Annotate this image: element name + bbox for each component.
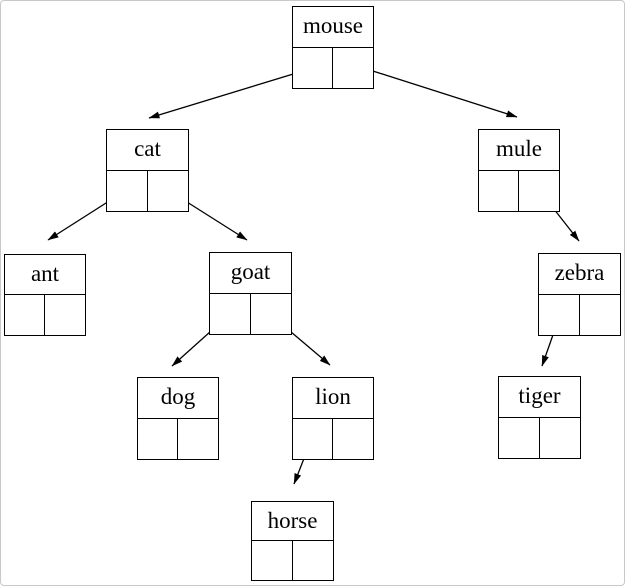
tree-node-cat: cat (106, 129, 189, 212)
right-pointer-cell (333, 419, 373, 460)
left-pointer-cell (293, 47, 333, 88)
pointer-cells (479, 170, 559, 212)
left-pointer-cell (210, 293, 251, 334)
left-pointer-cell (107, 170, 148, 211)
left-pointer-cell (5, 295, 45, 335)
tree-node-label: dog (138, 378, 218, 419)
pointer-cells (539, 294, 621, 336)
right-pointer-cell (45, 295, 85, 335)
right-pointer-cell (293, 541, 334, 580)
right-pointer-cell (580, 295, 621, 336)
pointer-cells (210, 293, 292, 335)
pointer-cells (138, 418, 218, 460)
tree-node-label: lion (293, 378, 373, 419)
tree-node-mouse: mouse (292, 6, 374, 89)
tree-node-label: mule (479, 130, 559, 171)
left-pointer-cell (479, 170, 519, 211)
right-pointer-cell (251, 294, 292, 335)
tree-node-label: cat (107, 130, 188, 171)
pointer-cells (293, 418, 373, 460)
tree-node-lion: lion (292, 377, 374, 460)
tree-node-zebra: zebra (538, 253, 621, 336)
right-pointer-cell (148, 171, 189, 212)
left-pointer-cell (293, 418, 333, 459)
tree-node-label: ant (5, 255, 85, 295)
right-pointer-cell (540, 418, 581, 459)
tree-node-goat: goat (209, 252, 292, 335)
right-pointer-cell (178, 419, 218, 460)
tree-node-label: tiger (499, 377, 580, 418)
edge-arrow-mouse-mule (353, 64, 518, 118)
left-pointer-cell (138, 418, 178, 459)
pointer-cells (252, 541, 333, 580)
right-pointer-cell (519, 171, 559, 212)
right-pointer-cell (333, 48, 373, 89)
pointer-cells (107, 170, 189, 212)
left-pointer-cell (539, 294, 580, 335)
tree-node-label: horse (252, 502, 333, 541)
tree-node-ant: ant (4, 254, 86, 336)
tree-node-tiger: tiger (498, 376, 581, 459)
pointer-cells (5, 295, 85, 335)
tree-node-mule: mule (478, 129, 560, 212)
tree-node-horse: horse (251, 501, 334, 581)
tree-node-dog: dog (137, 377, 219, 460)
left-pointer-cell (252, 541, 293, 580)
tree-node-label: zebra (539, 254, 620, 295)
tree-node-label: mouse (293, 7, 373, 48)
edge-arrow-mouse-cat (148, 67, 314, 119)
tree-node-label: goat (210, 253, 291, 294)
left-pointer-cell (499, 417, 540, 458)
pointer-cells (499, 417, 581, 459)
pointer-cells (293, 47, 373, 89)
